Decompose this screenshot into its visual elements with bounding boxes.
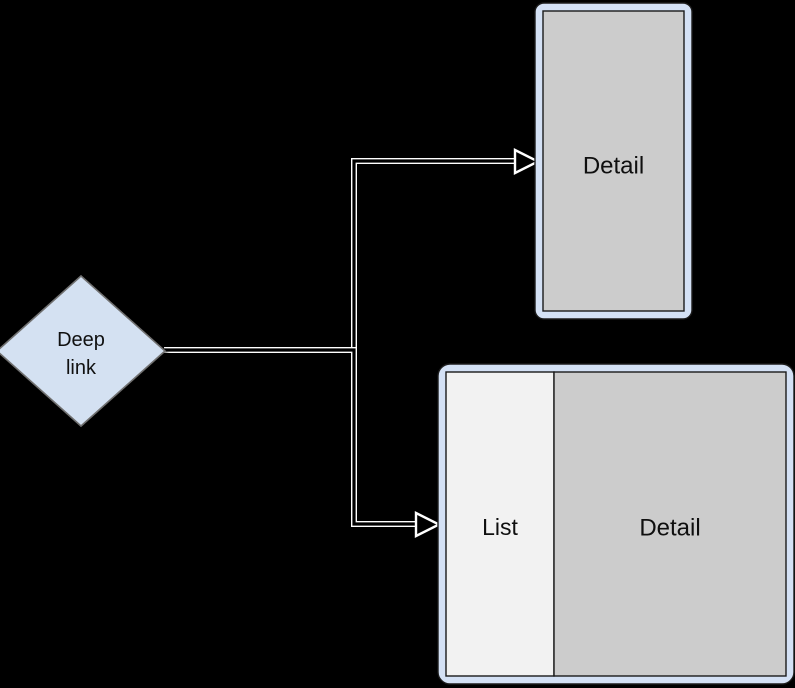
edge-deeplink-to-phone [164,148,541,353]
node-deep-link[interactable]: Deep link [0,274,167,428]
deep-link-label-line1: Deep [57,329,105,351]
tablet-detail-pane[interactable] [553,371,787,677]
deep-link-diamond-shape[interactable] [0,274,167,428]
node-tablet-list-detail[interactable]: List Detail [437,363,795,685]
phone-screen [542,10,685,312]
phone-detail-label: Detail [583,152,644,179]
deep-link-label-line2: link [66,357,97,379]
edge-deeplink-to-tablet [164,347,442,538]
node-phone-detail[interactable]: Detail [534,2,693,320]
tablet-detail-label: Detail [639,514,700,541]
tablet-list-label: List [482,514,518,540]
